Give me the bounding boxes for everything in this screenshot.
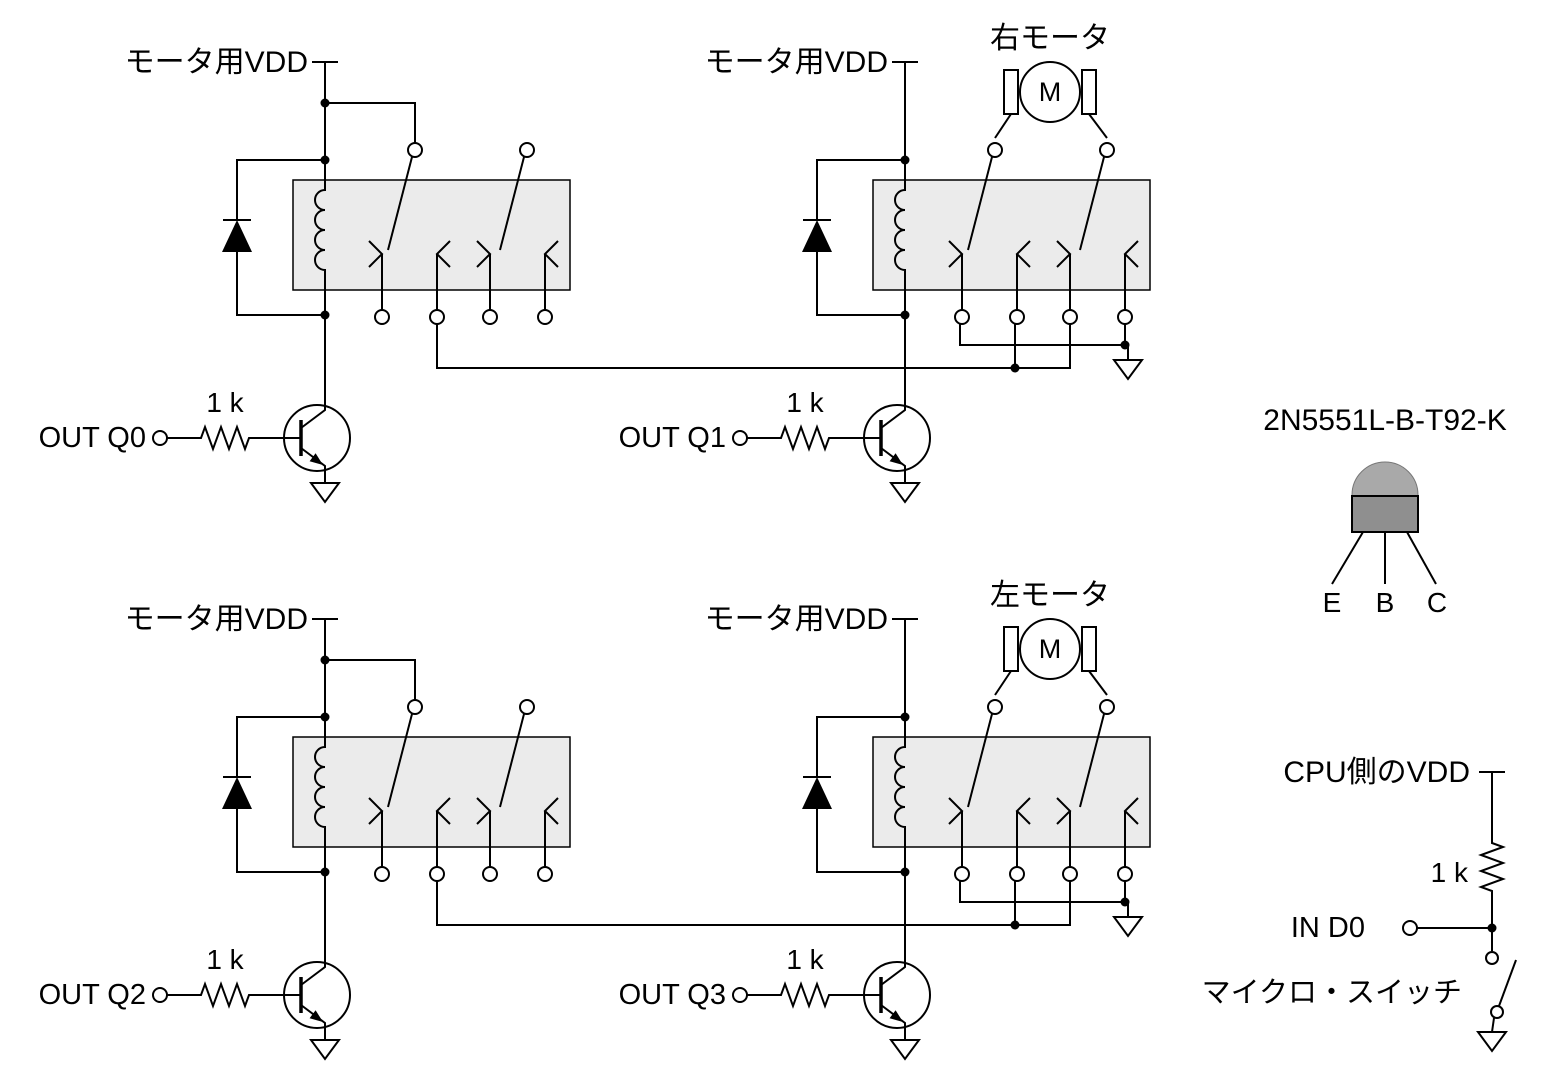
resistor-value-label: 1 k — [786, 944, 824, 975]
motor-m-label: M — [1039, 77, 1062, 107]
motor-vdd-label: モータ用VDD — [705, 46, 888, 79]
switch-lever — [1498, 959, 1517, 1007]
resistor-value-label: 1 k — [786, 387, 824, 418]
left-motor-label: 左モータ — [990, 579, 1110, 612]
motor-vdd-label: モータ用VDD — [125, 603, 308, 636]
to92-body — [1351, 495, 1419, 533]
motor-vdd-label: モータ用VDD — [705, 603, 888, 636]
junction-dot — [1120, 897, 1130, 907]
out-q2-label: OUT Q2 — [39, 979, 146, 1011]
ground-wire — [959, 881, 1129, 917]
junction-dot — [1120, 340, 1130, 350]
lead-c — [1406, 531, 1437, 585]
lead-e — [1331, 531, 1364, 585]
wire — [1491, 1017, 1495, 1033]
bottom-row-wiring — [436, 881, 1143, 937]
resistor-value-label: 1 k — [206, 387, 244, 418]
relay-block-q1: M 右モータ モータ用VDD OUT Q1 1 k — [619, 22, 1151, 503]
relay-block-q0: モータ用VDD OUT Q0 1 k — [39, 46, 571, 503]
junction-dot — [1010, 920, 1020, 930]
relay-block-q2: モータ用VDD OUT Q2 1 k — [39, 603, 571, 1060]
resistor-value-label: 1 k — [1431, 857, 1469, 888]
pin-e-label: E — [1323, 587, 1342, 618]
out-q3-label: OUT Q3 — [619, 979, 726, 1011]
ground-wire — [959, 324, 1129, 360]
to92-cap — [1351, 461, 1419, 497]
switch-terminal — [1485, 951, 1499, 965]
micro-switch-label: マイクロ・スイッチ — [1202, 977, 1462, 1009]
cpu-input-circuit: CPU側のVDD 1 k IN D0 マイクロ・スイッチ — [1202, 756, 1517, 1052]
input-terminal — [1402, 920, 1418, 936]
switch-terminal — [1490, 1005, 1504, 1019]
cpu-vdd-label: CPU側のVDD — [1283, 756, 1470, 789]
to92-package: 2N5551L-B-T92-K E B C — [1263, 404, 1506, 618]
pin-c-label: C — [1427, 587, 1447, 618]
pin-b-label: B — [1376, 587, 1395, 618]
out-q1-label: OUT Q1 — [619, 422, 726, 454]
out-q0-label: OUT Q0 — [39, 422, 146, 454]
junction-dot — [1010, 363, 1020, 373]
motor-m-label: M — [1039, 634, 1062, 664]
part-number-label: 2N5551L-B-T92-K — [1263, 404, 1506, 437]
in-d0-label: IN D0 — [1291, 912, 1365, 944]
relay-block-q3: M 左モータ モータ用VDD OUT Q3 1 k — [619, 579, 1151, 1060]
right-motor-label: 右モータ — [990, 22, 1110, 55]
motor-vdd-label: モータ用VDD — [125, 46, 308, 79]
top-row-wiring — [436, 324, 1143, 380]
resistor-value-label: 1 k — [206, 944, 244, 975]
